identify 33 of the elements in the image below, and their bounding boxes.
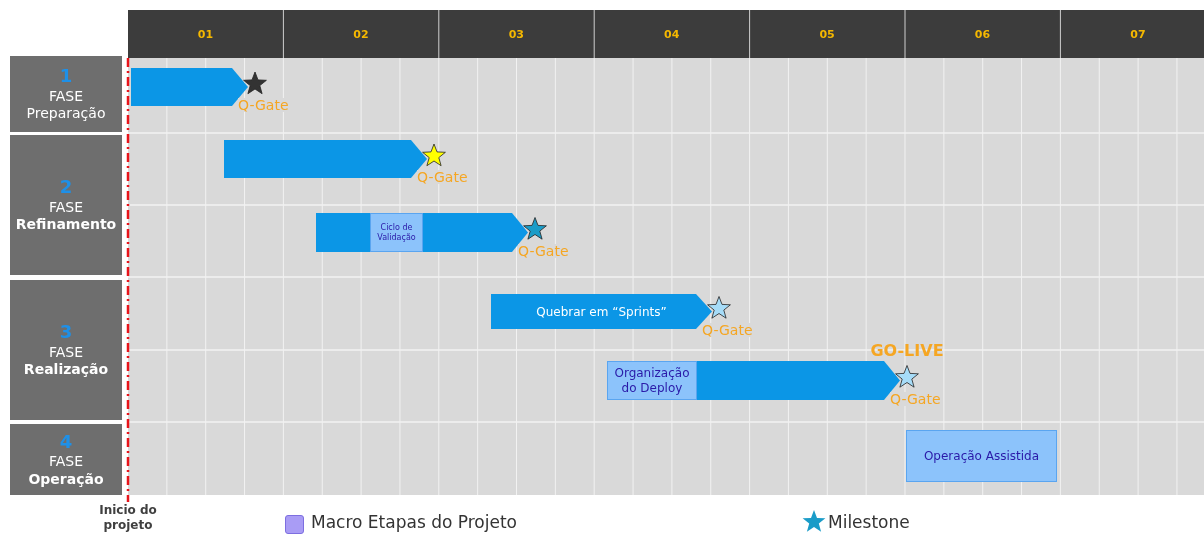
phase-name: Realização — [23, 361, 109, 379]
phase-label: FASE — [48, 87, 84, 106]
start-label: Inicio do projeto — [98, 503, 158, 533]
task-box: Ciclo de Validação — [370, 213, 423, 252]
phase-number: 3 — [59, 321, 73, 344]
period-label: 07 — [1129, 28, 1147, 41]
phase-label: FASE — [48, 453, 84, 471]
task-box: Operação Assistida — [906, 430, 1057, 482]
phase-box — [10, 280, 122, 420]
phase-name: Operação — [28, 470, 104, 489]
period-label: 06 — [973, 28, 992, 41]
milestone-label: Q-Gate — [238, 98, 289, 112]
phase-number: 2 — [59, 176, 73, 199]
phase-number: 1 — [59, 65, 73, 88]
phase-box — [10, 135, 122, 275]
task-label: Quebrar em “Sprints” — [536, 304, 667, 319]
period-label: 05 — [818, 28, 836, 41]
milestone-label: Q-Gate — [417, 170, 468, 184]
period-label: 04 — [663, 28, 681, 41]
phase-box — [10, 56, 122, 132]
task-box: Organização do Deploy — [607, 361, 697, 400]
period-label: 03 — [507, 28, 525, 41]
phase-name: Preparação — [26, 105, 106, 123]
period-label: 01 — [196, 28, 215, 41]
phase-number: 4 — [59, 430, 73, 454]
legend-label: Macro Etapas do Projeto — [311, 512, 517, 532]
phase-name: Refinamento — [15, 216, 117, 234]
phase-label: FASE — [48, 343, 84, 362]
period-label: 02 — [352, 28, 370, 41]
phase-label: FASE — [48, 198, 84, 217]
legend-label: Milestone — [828, 512, 910, 532]
go-live-label: GO-LIVE — [869, 340, 945, 360]
phase-box — [10, 424, 122, 495]
